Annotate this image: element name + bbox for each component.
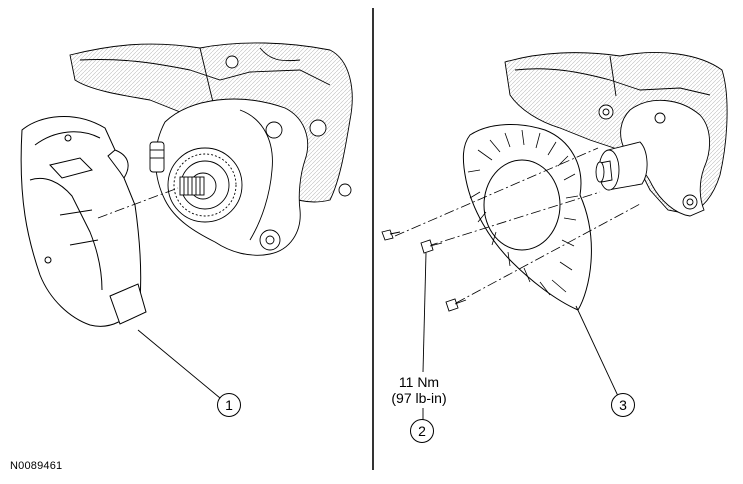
leader-line-3 xyxy=(575,305,619,397)
alignment-line-right-middle xyxy=(427,191,601,247)
alignment-line-left xyxy=(97,187,179,219)
torque-alt-value: (97 lb-in) xyxy=(391,390,447,406)
alignment-line-right-upper xyxy=(394,147,599,237)
splash-shield-right xyxy=(462,124,592,311)
callout-2-number: 2 xyxy=(418,423,426,439)
torque-value: 11 Nm xyxy=(398,374,440,390)
callout-1-number: 1 xyxy=(225,397,233,413)
leader-line-1 xyxy=(137,329,221,399)
callout-2-circle xyxy=(410,419,434,443)
bolt-upper xyxy=(381,229,401,241)
knuckle-assembly-right xyxy=(504,52,728,217)
leader-line-2 xyxy=(422,252,427,373)
splash-shield-left xyxy=(20,116,147,327)
knuckle-assembly-left xyxy=(69,42,353,256)
bolt-lower xyxy=(445,298,467,312)
bolt-middle xyxy=(420,239,443,254)
torque-specification: 11 Nm (97 lb-in) xyxy=(378,374,460,406)
alignment-line-right-lower xyxy=(455,203,641,304)
callout-1-circle xyxy=(217,393,241,417)
callout-3-circle xyxy=(611,393,635,417)
figure-id: N0089461 xyxy=(10,460,63,472)
callout-3-number: 3 xyxy=(619,397,627,413)
